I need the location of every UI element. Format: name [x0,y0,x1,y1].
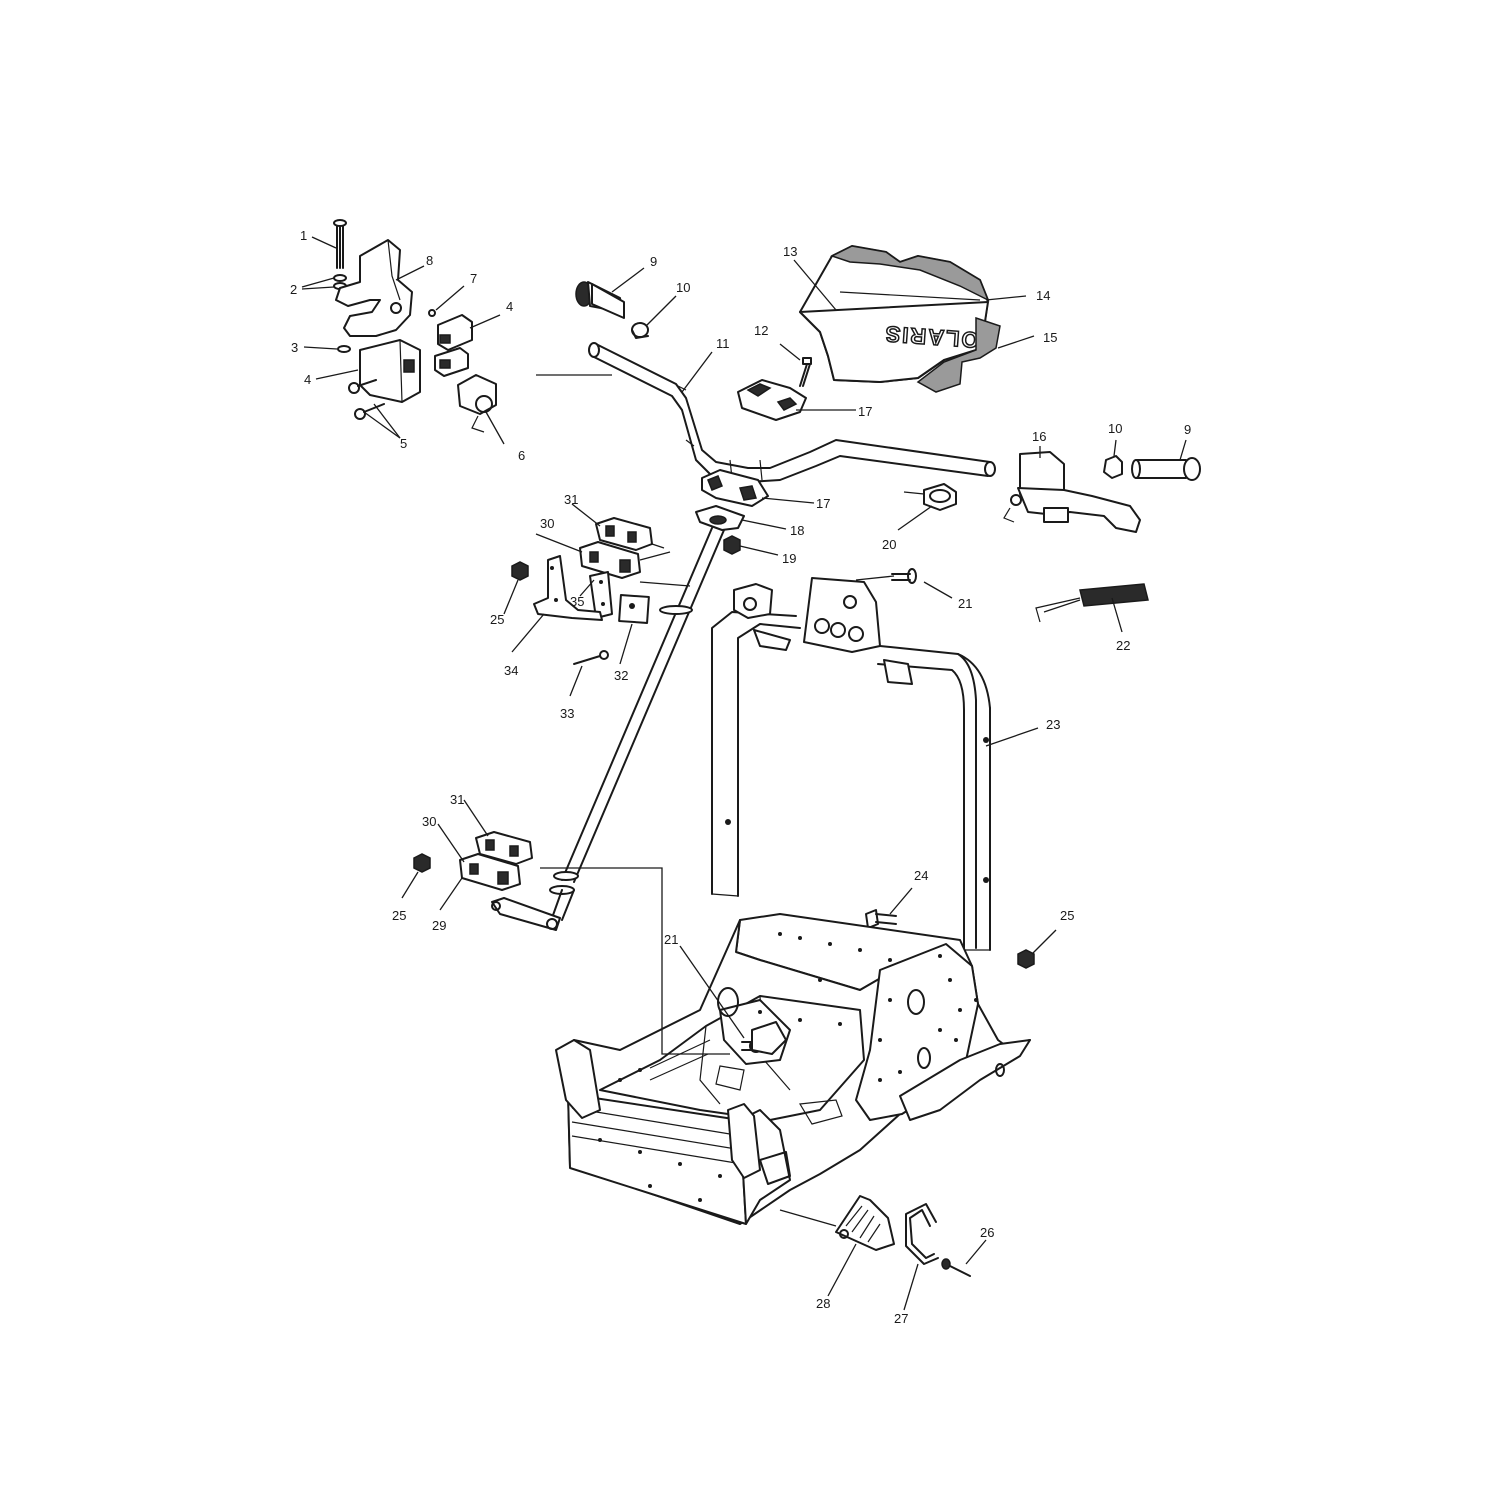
callout-17-lower: 17 [816,496,830,511]
part-20-switch [903,483,957,511]
part-4-clamp-block [359,339,421,403]
part-21-bolt-upper [891,568,917,584]
callout-5: 5 [400,436,407,451]
callout-35: 35 [570,594,584,609]
callout-22: 22 [1116,638,1130,653]
part-24-bolt [865,909,897,929]
callout-18: 18 [790,523,804,538]
part-8-bracket [335,239,413,337]
callout-9-right: 9 [1184,422,1191,437]
callout-31-lower: 31 [450,792,464,807]
part-26-screw [941,1258,971,1277]
callout-24: 24 [914,868,928,883]
part-30-bushing-lower [579,541,671,579]
part-19-nut [723,535,741,555]
callout-21-upper: 21 [958,596,972,611]
part-10-cap-left [631,322,649,339]
part-15-foam [916,316,1001,393]
callout-26: 26 [980,1225,994,1240]
part-10-cap-right [1103,455,1123,479]
part-31-bushing-upper [595,517,665,551]
callout-10-right: 10 [1108,421,1122,436]
part-6-switch [457,374,497,433]
callout-30-upper: 30 [540,516,554,531]
part-25-nut-upper [511,561,529,581]
part-32-pad [618,594,650,624]
callout-25-right: 25 [1060,908,1074,923]
callout-33: 33 [560,706,574,721]
callout-16: 16 [1032,429,1046,444]
callout-3: 3 [291,340,298,355]
callout-labels: 1 2 3 4 5 6 7 8 4 9 10 11 12 13 14 15 17… [290,228,1191,1326]
part-1-bolt [333,219,347,269]
callout-19: 19 [782,551,796,566]
part-13-hood: POLARIS [799,245,997,383]
callout-32: 32 [614,668,628,683]
callout-6: 6 [518,448,525,463]
callout-29: 29 [432,918,446,933]
callout-17-upper: 17 [858,404,872,419]
part-25-nut-right [1017,949,1035,969]
part-17-clamp-upper [737,379,807,421]
callout-28: 28 [816,1296,830,1311]
callout-12: 12 [754,323,768,338]
chassis-bulkhead [555,913,1031,1225]
callout-21-lower: 21 [664,932,678,947]
callout-4-clamp: 4 [506,299,513,314]
callout-7: 7 [470,271,477,286]
part-9-grip-left [575,281,625,319]
callout-15: 15 [1043,330,1057,345]
callout-31-upper: 31 [564,492,578,507]
part-3-washer [337,345,351,353]
callout-8: 8 [426,253,433,268]
part-21-bolt-lower [741,1021,787,1055]
callout-34: 34 [504,663,518,678]
part-14-foam [830,245,990,302]
callout-11: 11 [716,336,730,351]
part-9-grip-right [1131,457,1201,481]
callout-25-lower: 25 [392,908,406,923]
part-30-bushing-lower-bottom [459,853,521,891]
callout-9-left: 9 [650,254,657,269]
callout-1: 1 [300,228,307,243]
part-35-bracket [589,571,613,619]
steering-post [491,527,725,931]
leader-lines [301,236,1187,1311]
part-25-nut-lower-left [413,853,431,873]
part-28-vent [835,1195,895,1251]
callout-27: 27 [894,1311,908,1326]
part-23-support-hoop [711,577,991,951]
part-22-heater-grip [1035,583,1149,623]
callout-25-upper: 25 [490,612,504,627]
callout-4-block: 4 [304,372,311,387]
callout-14: 14 [1036,288,1050,303]
part-12-bolt [799,357,812,387]
part-34-bracket [533,555,603,621]
callout-20: 20 [882,537,896,552]
callout-2: 2 [290,282,297,297]
callout-10-left: 10 [676,280,690,295]
callout-13: 13 [783,244,797,259]
part-27-bracket [905,1203,939,1265]
part-16-master-cylinder [1003,451,1141,533]
callout-23: 23 [1046,717,1060,732]
callout-30-lower: 30 [422,814,436,829]
part-33-rivet [573,650,609,665]
part-5-bolts [348,379,385,420]
part-7-clip [428,309,436,317]
part-17-clamp-lower [701,469,769,507]
part-18-plate [695,505,745,531]
part-4-clamp-upper [434,314,473,377]
